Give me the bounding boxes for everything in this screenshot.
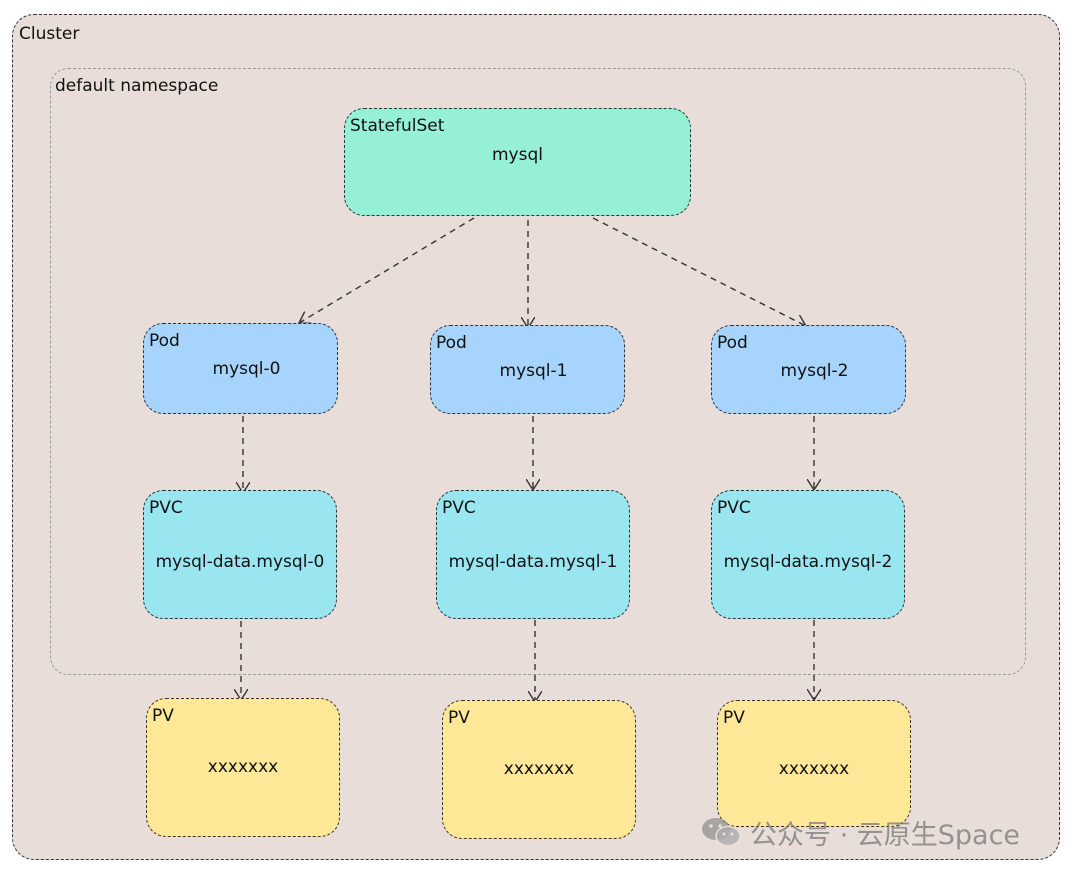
pvc-name-label: mysql-data.mysql-0 xyxy=(155,552,325,572)
pvc-kind-label: PVC xyxy=(717,498,751,518)
pod-kind-label: Pod xyxy=(717,333,748,353)
pv-kind-label: PV xyxy=(152,706,174,726)
pvc-node-1: PVC mysql-data.mysql-1 xyxy=(436,490,630,619)
pvc-name-label: mysql-data.mysql-1 xyxy=(448,552,618,572)
pod-node-2: Pod mysql-2 xyxy=(711,325,906,414)
arrow-sts-to-pod-2 xyxy=(592,217,806,326)
namespace-label: default namespace xyxy=(55,76,219,96)
pod-name-label: mysql-2 xyxy=(780,361,849,381)
pv-node-1: PV xxxxxxx xyxy=(442,700,636,839)
pod-node-0: Pod mysql-0 xyxy=(143,323,338,414)
pod-kind-label: Pod xyxy=(436,333,467,353)
pod-kind-label: Pod xyxy=(149,331,180,351)
namespace-boundary xyxy=(50,68,1026,675)
pvc-kind-label: PVC xyxy=(442,498,476,518)
wechat-icon xyxy=(702,818,741,847)
pod-name-label: mysql-0 xyxy=(212,359,281,379)
pv-name-label: xxxxxxx xyxy=(207,757,279,777)
pvc-kind-label: PVC xyxy=(149,498,183,518)
pv-name-label: xxxxxxx xyxy=(503,759,575,779)
pv-kind-label: PV xyxy=(448,708,470,728)
arrow-sts-to-pod-0 xyxy=(299,217,475,323)
watermark-text: 公众号 · 云原生Space xyxy=(750,819,1021,851)
statefulset-kind-label: StatefulSet xyxy=(350,116,445,136)
statefulset-name-label: mysql xyxy=(492,145,543,165)
statefulset-node: StatefulSet mysql xyxy=(344,108,691,216)
pv-node-2: PV xxxxxxx xyxy=(717,700,911,827)
pod-name-label: mysql-1 xyxy=(499,361,568,381)
watermark: 公众号 · 云原生Space xyxy=(700,812,1020,852)
pv-kind-label: PV xyxy=(723,708,745,728)
pvc-node-2: PVC mysql-data.mysql-2 xyxy=(711,490,905,619)
pod-node-1: Pod mysql-1 xyxy=(430,325,625,414)
pv-name-label: xxxxxxx xyxy=(778,759,850,779)
cluster-label: Cluster xyxy=(19,24,80,44)
pvc-node-0: PVC mysql-data.mysql-0 xyxy=(143,490,337,619)
pvc-name-label: mysql-data.mysql-2 xyxy=(723,552,893,572)
pv-node-0: PV xxxxxxx xyxy=(146,698,340,837)
